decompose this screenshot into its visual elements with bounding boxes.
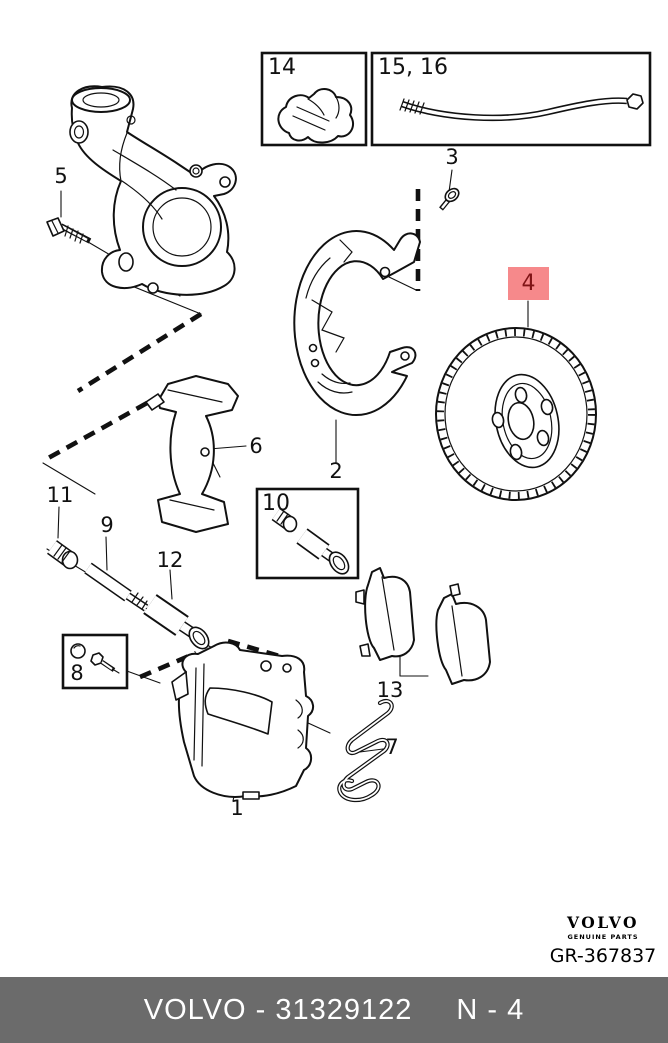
exploded-view-drawing (41, 51, 652, 803)
bushing-kit-box[interactable] (255, 487, 360, 580)
callout-5[interactable]: 5 (54, 164, 68, 188)
guide-pin-kit-drawing[interactable] (47, 540, 213, 652)
volvo-wordmark: VOLVO (566, 913, 640, 932)
brake-disc-drawing[interactable] (435, 327, 597, 501)
callout-9[interactable]: 9 (100, 513, 114, 537)
callout-14[interactable]: 14 (268, 55, 296, 80)
spring-drawing[interactable] (337, 698, 394, 803)
callout-13[interactable]: 13 (376, 678, 404, 702)
callout-12[interactable]: 12 (156, 548, 184, 572)
callout-15-16[interactable]: 15, 16 (378, 55, 448, 80)
genuine-parts-tagline: GENUINE PARTS (567, 933, 639, 941)
steering-knuckle-drawing[interactable] (69, 85, 237, 296)
footer-page-ref: N - 4 (456, 993, 525, 1026)
callout-6[interactable]: 6 (249, 434, 263, 458)
callout-3[interactable]: 3 (445, 145, 459, 169)
carrier-drawing[interactable] (145, 375, 239, 533)
graphic-reference: GR-367837 (549, 945, 657, 967)
footer-part-number: VOLVO - 31329122 (143, 993, 413, 1026)
cable-tie-box[interactable] (370, 51, 652, 147)
caliper-drawing[interactable] (171, 641, 314, 800)
callout-10[interactable]: 10 (262, 491, 290, 516)
footer-bar: VOLVO - 31329122 N - 4 (0, 977, 668, 1043)
bolt-drawing[interactable] (46, 217, 92, 244)
callout-8[interactable]: 8 (70, 661, 84, 685)
callout-2[interactable]: 2 (329, 459, 343, 483)
callout-11[interactable]: 11 (46, 483, 74, 507)
callout-4-highlighted[interactable]: 4 (508, 267, 549, 300)
brake-pads-drawing[interactable] (355, 567, 491, 685)
splash-shield-drawing[interactable] (293, 230, 421, 417)
bleeder-screw-box[interactable] (61, 633, 129, 690)
volvo-logo: VOLVO GENUINE PARTS GR-367837 (548, 913, 658, 967)
clip-box[interactable] (260, 51, 368, 147)
callout-1[interactable]: 1 (230, 796, 244, 820)
callout-7[interactable]: 7 (385, 735, 399, 759)
screw-drawing[interactable] (439, 186, 461, 211)
